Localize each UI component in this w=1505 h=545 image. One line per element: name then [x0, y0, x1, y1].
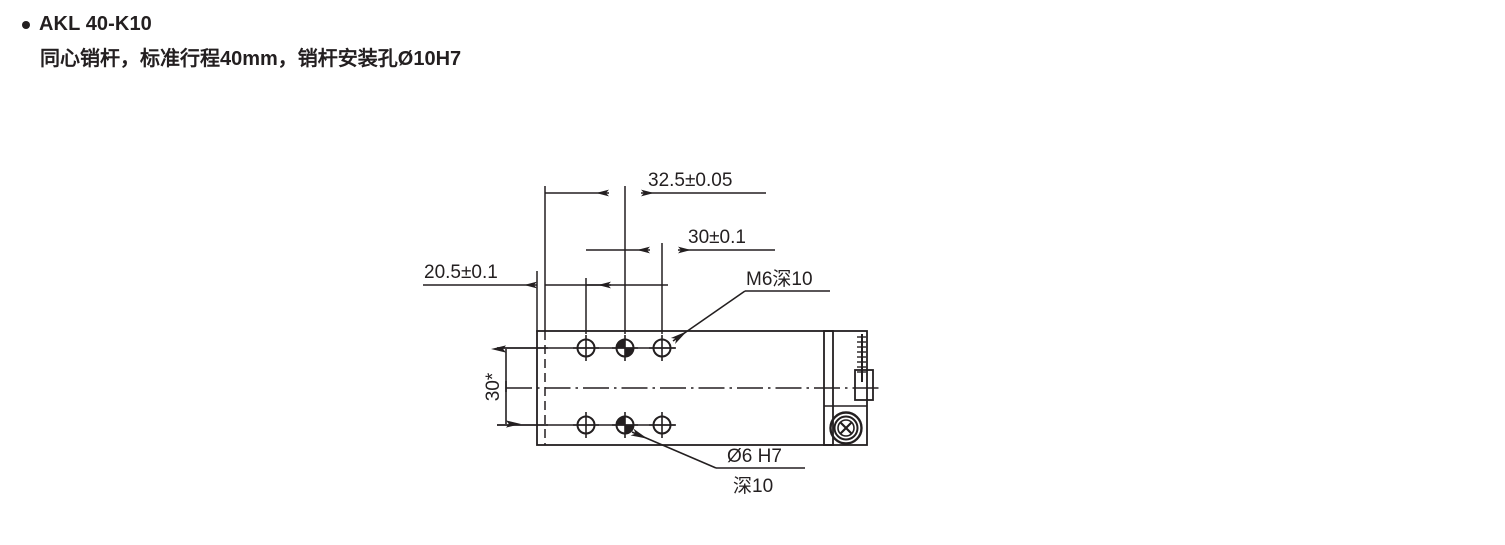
dim-20-5-label: 20.5±0.1 [424, 262, 498, 283]
body-outline [506, 330, 880, 446]
model-description: 同心销杆，标准行程40mm，销杆安装孔Ø10H7 [40, 48, 462, 70]
page-title: AKL 40-K10 [39, 13, 152, 35]
model-title-row: AKL 40-K10 [22, 10, 461, 38]
hole-group-bottom [572, 411, 676, 439]
dim-32-5: 32.5±0.05 [545, 170, 766, 197]
dim-30-label: 30±0.1 [688, 227, 746, 248]
connector-block [823, 330, 874, 446]
callout-d6h7-line2: 深10 [733, 475, 773, 497]
dim-30-vert: 30* [483, 345, 548, 428]
hole-top-left-icon [572, 334, 600, 362]
hole-top-right-icon [648, 334, 676, 362]
bullet-dot-icon [22, 21, 30, 29]
callout-m6: M6深10 [670, 268, 830, 345]
hole-bottom-left-icon [572, 411, 600, 439]
dim-32-5-label: 32.5±0.05 [648, 170, 732, 191]
circular-connector-icon [829, 411, 863, 445]
extension-lines [536, 186, 663, 334]
threaded-strip-icon [857, 334, 866, 382]
dim-20-5: 20.5±0.1 [423, 262, 668, 289]
hole-bottom-middle-icon [611, 411, 639, 439]
hole-top-middle-icon [611, 334, 639, 362]
side-port-icon [854, 369, 874, 401]
dim-30: 30±0.1 [586, 227, 775, 254]
dim-30-vert-label: 30* [483, 372, 504, 401]
header-block: AKL 40-K10 同心销杆，标准行程40mm，销杆安装孔Ø10H7 [22, 10, 461, 73]
hole-bottom-right-icon [648, 411, 676, 439]
hole-group-top [572, 334, 676, 362]
callout-d6h7-line1: Ø6 H7 [727, 446, 782, 467]
callout-m6-label: M6深10 [746, 268, 813, 290]
callout-d6h7: Ø6 H7 深10 [630, 428, 805, 497]
